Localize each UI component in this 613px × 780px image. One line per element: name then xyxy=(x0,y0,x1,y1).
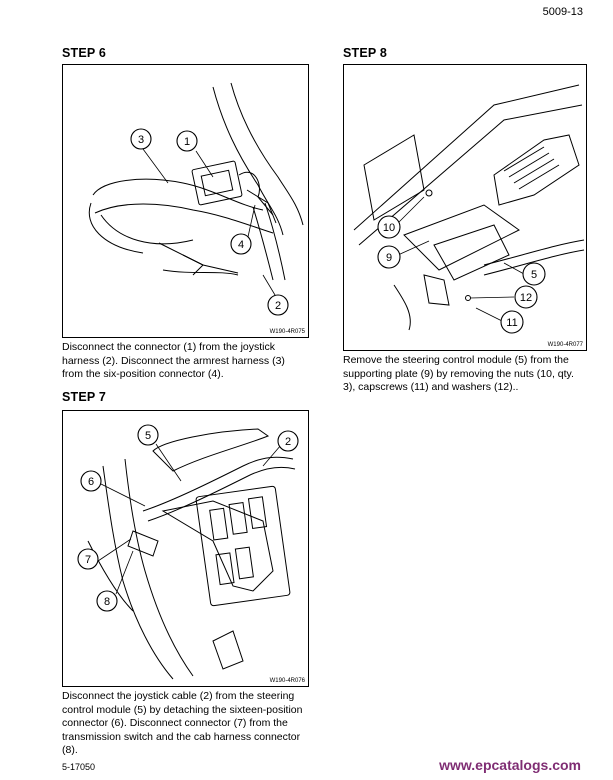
step-8-caption: Remove the steering control module (5) f… xyxy=(343,354,574,394)
watermark: www.epcatalogs.com xyxy=(439,757,581,773)
step-7-figure: 5 2 6 7 8 W190-4R076 xyxy=(62,410,309,687)
callout-2: 2 xyxy=(277,430,299,452)
step-8-figure: 10 9 5 12 11 W190-4R077 xyxy=(343,64,587,351)
svg-text:4: 4 xyxy=(238,239,244,251)
svg-text:1: 1 xyxy=(184,136,190,148)
svg-text:8: 8 xyxy=(104,596,110,608)
step-8-illustration: 10 9 5 12 11 xyxy=(353,84,585,334)
step-7-illustration: 5 2 6 7 8 xyxy=(77,424,299,680)
svg-text:6: 6 xyxy=(88,476,94,488)
callout-5: 5 xyxy=(522,262,546,286)
callout-11: 11 xyxy=(500,310,524,334)
step-6-title: STEP 6 xyxy=(62,46,107,60)
callout-10: 10 xyxy=(377,215,401,239)
step-6-figure: 3 1 4 2 W190-4R075 xyxy=(62,64,309,338)
step-8-figure-id: W190-4R077 xyxy=(547,342,583,348)
svg-text:9: 9 xyxy=(386,252,392,264)
callout-8: 8 xyxy=(96,590,118,612)
callout-4: 4 xyxy=(230,233,252,255)
step-8-leader-lines xyxy=(397,196,525,323)
step-7-title: STEP 7 xyxy=(62,390,107,404)
svg-text:12: 12 xyxy=(520,292,532,304)
svg-text:10: 10 xyxy=(383,222,395,234)
callout-3: 3 xyxy=(130,128,152,150)
step-7-leader-lines xyxy=(97,443,282,595)
svg-text:5: 5 xyxy=(145,430,151,442)
callout-12: 12 xyxy=(514,285,538,309)
callout-5: 5 xyxy=(137,424,159,446)
callout-1: 1 xyxy=(176,130,198,152)
step-6-illustration: 3 1 4 2 xyxy=(88,82,304,316)
svg-text:3: 3 xyxy=(138,134,144,146)
callout-2: 2 xyxy=(267,294,289,316)
callout-6: 6 xyxy=(80,470,102,492)
step-6-caption: Disconnect the connector (1) from the jo… xyxy=(62,341,285,381)
svg-text:11: 11 xyxy=(506,317,517,329)
step-7-figure-id: W190-4R076 xyxy=(269,678,305,684)
step-8-title: STEP 8 xyxy=(343,46,388,60)
callout-9: 9 xyxy=(377,245,401,269)
svg-text:5: 5 xyxy=(531,269,537,281)
step-7-caption: Disconnect the joystick cable (2) from t… xyxy=(62,690,303,757)
callout-7: 7 xyxy=(77,548,99,570)
svg-text:2: 2 xyxy=(275,300,281,312)
svg-text:2: 2 xyxy=(285,436,291,448)
svg-text:7: 7 xyxy=(85,554,91,566)
step-6-figure-id: W190-4R075 xyxy=(269,329,305,335)
page-number: 5009-13 xyxy=(542,6,583,18)
document-number: 5-17050 xyxy=(62,762,96,772)
